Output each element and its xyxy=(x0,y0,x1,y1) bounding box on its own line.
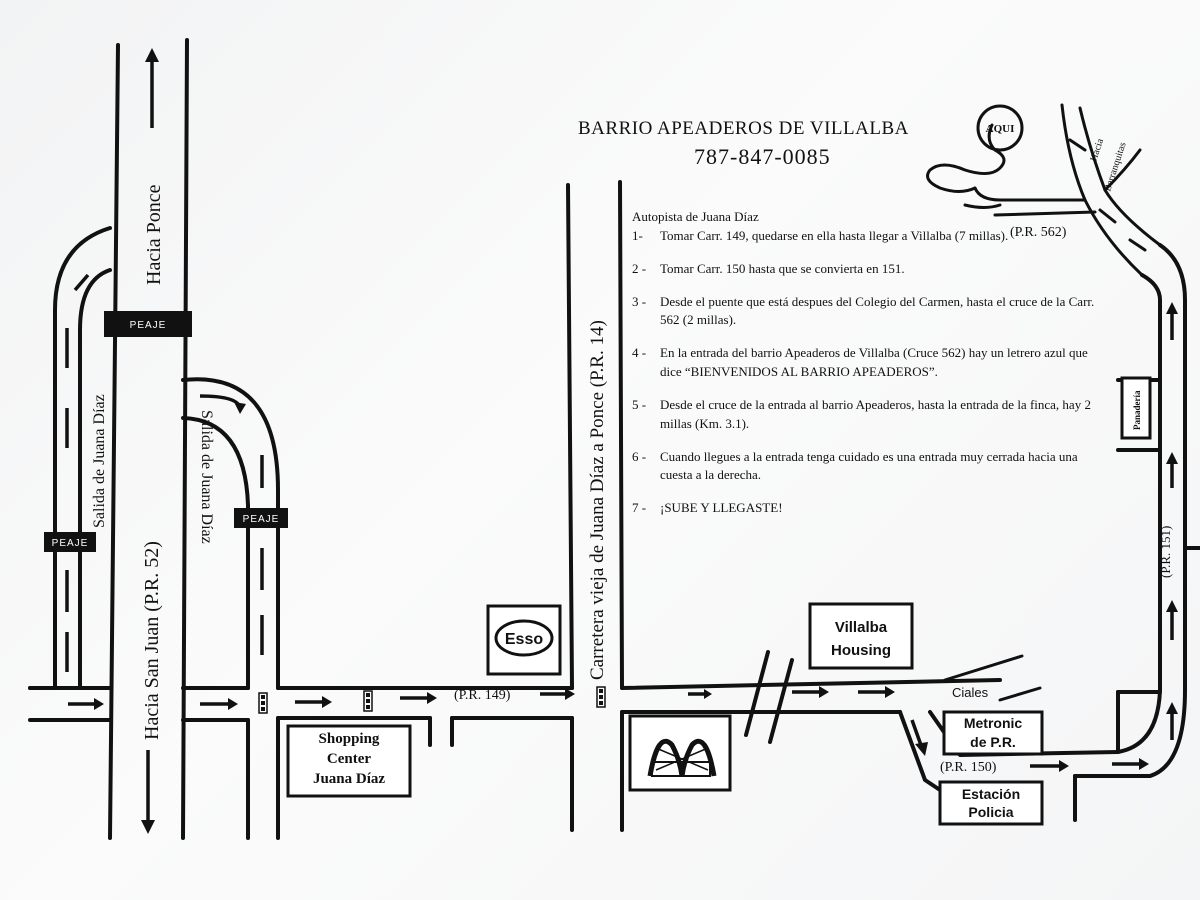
traffic-lights xyxy=(258,686,606,714)
toll-left: PEAJE xyxy=(44,532,96,552)
villalba-housing: Villalba Housing xyxy=(808,602,914,670)
svg-text:Villalba: Villalba xyxy=(835,619,888,636)
label-pr150: (P.R. 150) xyxy=(940,760,997,775)
direction-step: 7 -¡SUBE Y LLEGASTE! xyxy=(632,500,783,516)
esso-logo: Esso xyxy=(505,631,543,648)
label-ciales: Ciales xyxy=(952,685,989,700)
road-pr149 xyxy=(28,678,1002,840)
svg-text:Estación: Estación xyxy=(962,786,1020,802)
label-salida-left: Salida de Juana Díaz xyxy=(91,394,108,528)
direction-step: 3 -Desde el puente que está despues del … xyxy=(632,293,1095,328)
label-pr151: (P.R. 151) xyxy=(1158,526,1173,578)
svg-text:de P.R.: de P.R. xyxy=(970,734,1016,750)
highway-arrows xyxy=(141,48,159,834)
toll-right: PEAJE xyxy=(234,508,288,528)
label-pr149: (P.R. 149) xyxy=(454,688,511,703)
toll-top-label: PEAJE xyxy=(130,320,167,331)
esso-station: Esso xyxy=(486,604,562,676)
svg-text:Center: Center xyxy=(327,751,371,767)
map-title: BARRIO APEADEROS DE VILLALBA xyxy=(578,118,909,139)
police-station: Estación Policia xyxy=(938,780,1044,826)
label-hacia: Hacia xyxy=(1088,137,1106,163)
directions-panel: Autopista de Juana Díaz 1-Tomar Carr. 14… xyxy=(632,208,1102,532)
label-salida-right: Salida de Juana Díaz xyxy=(198,410,215,544)
direction-step: 6 -Cuando llegues a la entrada tenga cui… xyxy=(632,448,1078,483)
direction-step: 5 -Desde el cruce de la entrada al barri… xyxy=(632,396,1091,431)
label-carretera-vieja: Carretera vieja de Juana Díaz a Ponce (P… xyxy=(587,320,608,680)
directions-list: 1-Tomar Carr. 149, quedarse en ella hast… xyxy=(632,227,1102,518)
metronic: Metronic de P.R. xyxy=(942,710,1044,756)
right-exit-ramp xyxy=(181,377,280,690)
label-hacia-ponce: Hacia Ponce xyxy=(143,184,165,285)
direction-step: 2 -Tomar Carr. 150 hasta que se conviert… xyxy=(632,260,905,276)
toll-top: PEAJE xyxy=(104,311,192,337)
svg-text:Housing: Housing xyxy=(831,642,891,659)
shopping-center: Shopping Center Juana Díaz xyxy=(286,724,412,798)
svg-text:Juana Díaz: Juana Díaz xyxy=(313,771,385,787)
label-pr562: (P.R. 562) xyxy=(1010,225,1067,240)
toll-right-label: PEAJE xyxy=(243,514,280,525)
direction-step: 4 -En la entrada del barrio Apeaderos de… xyxy=(632,345,1088,380)
pr149-arrows xyxy=(68,686,895,710)
road-pr562 xyxy=(926,103,1162,277)
road-pr151 xyxy=(1116,243,1200,778)
bridge-marks xyxy=(744,650,794,744)
left-exit-ramp xyxy=(28,226,112,690)
panaderia: Panadería xyxy=(1120,376,1152,440)
highway-pr52 xyxy=(108,38,189,840)
road-pr14 xyxy=(566,180,624,690)
label-hacia-san-juan: Hacia San Juan (P.R. 52) xyxy=(141,541,163,740)
phone-number: 787-847-0085 xyxy=(694,144,831,169)
road-ciales xyxy=(943,654,1042,702)
mcdonalds-logo xyxy=(628,714,732,792)
svg-text:Policia: Policia xyxy=(968,804,1013,820)
svg-text:Panadería: Panadería xyxy=(1132,390,1142,430)
toll-left-label: PEAJE xyxy=(52,538,89,549)
svg-text:Metronic: Metronic xyxy=(964,715,1023,731)
svg-text:Shopping: Shopping xyxy=(319,731,380,747)
label-aqui: AQUI xyxy=(986,123,1015,135)
direction-step: 1-Tomar Carr. 149, quedarse en ella hast… xyxy=(632,227,1009,243)
directions-intro: Autopista de Juana Díaz xyxy=(632,209,759,224)
